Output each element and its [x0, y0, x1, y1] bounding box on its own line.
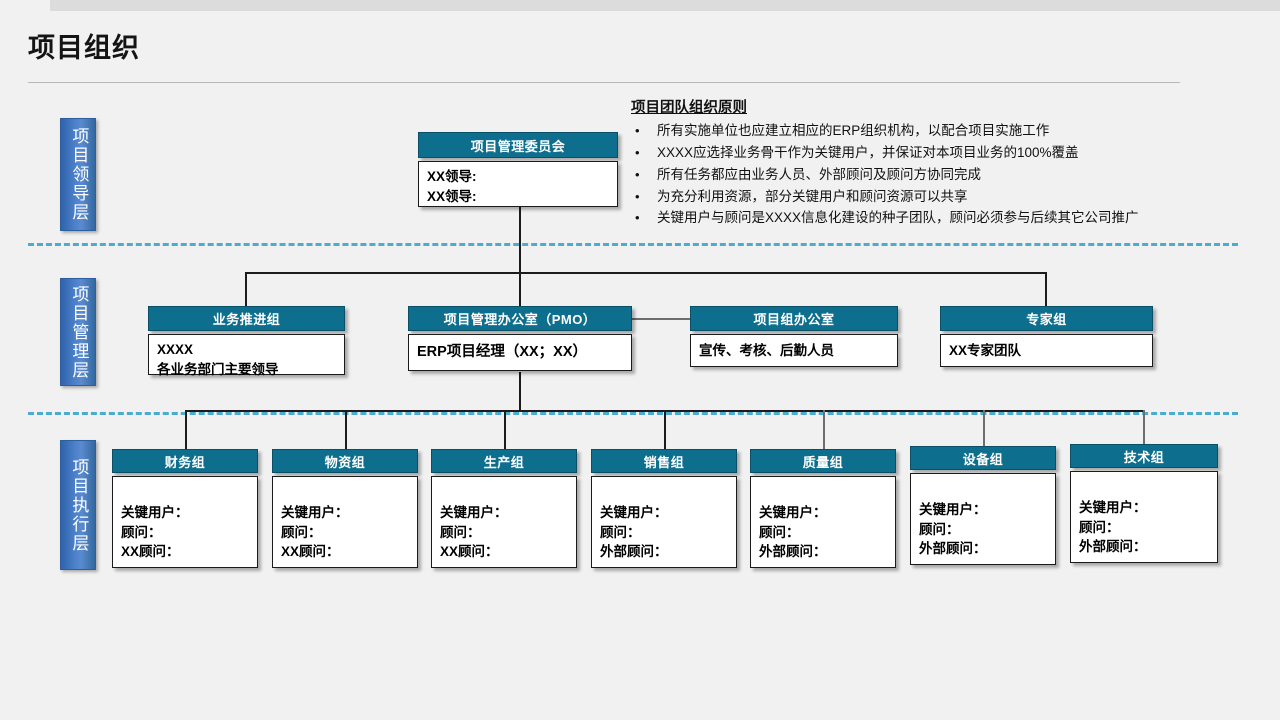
node-technology-team[interactable]: 技术组 关键用户： 顾问： 外部顾问： — [1070, 444, 1218, 563]
node-project-management-committee[interactable]: 项目管理委员会 XX领导: XX领导: — [418, 132, 618, 207]
node-body-line: 顾问： — [919, 521, 960, 537]
node-body-line: 顾问： — [440, 524, 481, 540]
node-body-line: 顾问： — [281, 524, 322, 540]
connector-drop-pmo — [519, 272, 521, 307]
layer-tag-management-label: 项目管理层 — [69, 284, 89, 380]
connector-management-bus — [245, 272, 1047, 274]
node-body-line: 外部顾问： — [759, 544, 827, 560]
node-header-expert-team: 专家组 — [940, 306, 1153, 331]
node-header-equipment-team: 设备组 — [910, 446, 1056, 470]
node-production-team[interactable]: 生产组 关键用户： 顾问： XX顾问： — [431, 449, 577, 568]
node-business-promotion-team[interactable]: 业务推进组 XXXX 各业务部门主要领导 — [148, 306, 345, 377]
layer-tag-execution-label: 项目执行层 — [69, 457, 89, 553]
principles-item: 为充分利用资源，部分关键用户和顾问资源可以共享 — [631, 186, 1276, 208]
layer-tag-leadership: 项目领导层 — [60, 118, 96, 231]
node-sales-team[interactable]: 销售组 关键用户： 顾问： 外部顾问： — [591, 449, 737, 568]
node-header-project-management-committee: 项目管理委员会 — [418, 132, 618, 158]
page-title: 项目组织 — [28, 33, 140, 63]
principles-block: 项目团队组织原则 所有实施单位也应建立相应的ERP组织机构，以配合项目实施工作 … — [631, 96, 1276, 229]
node-body-line: 关键用户： — [121, 505, 189, 520]
node-body-line: XX顾问： — [281, 544, 340, 560]
node-body-line: XX领导: — [427, 169, 477, 184]
node-header-sales-team: 销售组 — [591, 449, 737, 473]
node-body-line: 顾问： — [1079, 519, 1120, 535]
connector-drop-expert-team — [1045, 272, 1047, 307]
connector-drop-equipment-team — [983, 410, 985, 451]
connector-drop-business-team — [245, 272, 247, 307]
node-body-line: XXXX — [157, 342, 194, 357]
node-header-pmo: 项目管理办公室（PMO） — [408, 306, 632, 331]
node-body-expert-team: XX专家团队 — [940, 334, 1153, 367]
node-equipment-team[interactable]: 设备组 关键用户： 顾问： 外部顾问： — [910, 446, 1056, 565]
connector-committee-down — [519, 207, 521, 273]
node-body-project-office: 宣传、考核、后勤人员 — [690, 334, 898, 367]
node-body-line: 关键用户： — [440, 505, 508, 520]
connector-drop-finance-team — [185, 410, 187, 451]
node-header-business-promotion-team: 业务推进组 — [148, 306, 345, 331]
title-divider — [28, 82, 1180, 83]
node-body-sales-team: 关键用户： 顾问： 外部顾问： — [591, 476, 737, 568]
node-header-technology-team: 技术组 — [1070, 444, 1218, 468]
node-body-line: XX顾问： — [440, 544, 499, 560]
node-finance-team[interactable]: 财务组 关键用户： 顾问： XX顾问： — [112, 449, 258, 568]
layer-tag-leadership-label: 项目领导层 — [69, 127, 89, 222]
node-body-line: 宣传、考核、后勤人员 — [699, 342, 834, 358]
layer-tag-management: 项目管理层 — [60, 278, 96, 386]
node-body-line: 关键用户： — [600, 505, 668, 520]
node-body-line: XX领导: — [427, 188, 477, 204]
node-quality-team[interactable]: 质量组 关键用户： 顾问： 外部顾问： — [750, 449, 896, 568]
node-body-line: 关键用户： — [919, 502, 987, 517]
node-body-line: 关键用户： — [1079, 500, 1147, 515]
node-body-line: 外部顾问： — [600, 544, 668, 560]
principles-item: 关键用户与顾问是XXXX信息化建设的种子团队，顾问必须参与后续其它公司推广 — [631, 207, 1276, 229]
node-project-office[interactable]: 项目组办公室 宣传、考核、后勤人员 — [690, 306, 898, 367]
node-body-business-promotion-team: XXXX 各业务部门主要领导 — [148, 334, 345, 377]
node-body-line: 各业务部门主要领导 — [157, 361, 279, 377]
layer-tag-execution: 项目执行层 — [60, 440, 96, 570]
connector-pmo-down — [519, 372, 521, 412]
node-body-line: ERP项目经理（XX；XX） — [417, 343, 587, 360]
layer-separator-leadership-management — [28, 243, 1238, 246]
node-body-technology-team: 关键用户： 顾问： 外部顾问： — [1070, 471, 1218, 563]
node-body-material-team: 关键用户： 顾问： XX顾问： — [272, 476, 418, 568]
node-header-production-team: 生产组 — [431, 449, 577, 473]
connector-drop-technology-team — [1143, 410, 1145, 451]
connector-drop-sales-team — [664, 410, 666, 451]
node-body-line: 外部顾问： — [1079, 539, 1147, 555]
node-body-production-team: 关键用户： 顾问： XX顾问： — [431, 476, 577, 568]
node-header-finance-team: 财务组 — [112, 449, 258, 473]
connector-drop-quality-team — [823, 410, 825, 451]
node-body-quality-team: 关键用户： 顾问： 外部顾问： — [750, 476, 896, 568]
node-body-line: 关键用户： — [281, 505, 349, 520]
principles-title: 项目团队组织原则 — [631, 100, 747, 116]
layer-separator-management-execution — [28, 412, 1238, 415]
node-body-equipment-team: 关键用户： 顾问： 外部顾问： — [910, 473, 1056, 565]
principles-item: 所有实施单位也应建立相应的ERP组织机构，以配合项目实施工作 — [631, 120, 1276, 142]
top-decorative-band — [50, 0, 1280, 11]
node-header-project-office: 项目组办公室 — [690, 306, 898, 331]
node-body-line: 关键用户： — [759, 505, 827, 520]
node-body-line: XX专家团队 — [949, 342, 1022, 358]
node-header-material-team: 物资组 — [272, 449, 418, 473]
node-body-project-management-committee: XX领导: XX领导: — [418, 161, 618, 207]
node-body-line: 顾问： — [600, 524, 641, 540]
node-body-line: XX顾问： — [121, 544, 180, 560]
connector-drop-material-team — [345, 410, 347, 451]
node-material-team[interactable]: 物资组 关键用户： 顾问： XX顾问： — [272, 449, 418, 568]
principles-item: 所有任务都应由业务人员、外部顾问及顾问方协同完成 — [631, 164, 1276, 186]
node-body-line: 外部顾问： — [919, 541, 987, 557]
node-body-line: 顾问： — [759, 524, 800, 540]
node-body-pmo: ERP项目经理（XX；XX） — [408, 334, 632, 371]
connector-pmo-to-project-office — [632, 318, 690, 320]
node-header-quality-team: 质量组 — [750, 449, 896, 473]
principles-item: XXXX应选择业务骨干作为关键用户，并保证对本项目业务的100%覆盖 — [631, 142, 1276, 164]
node-pmo[interactable]: 项目管理办公室（PMO） ERP项目经理（XX；XX） — [408, 306, 632, 371]
connector-drop-production-team — [504, 410, 506, 451]
node-body-finance-team: 关键用户： 顾问： XX顾问： — [112, 476, 258, 568]
node-expert-team[interactable]: 专家组 XX专家团队 — [940, 306, 1153, 367]
node-body-line: 顾问： — [121, 524, 162, 540]
principles-list: 所有实施单位也应建立相应的ERP组织机构，以配合项目实施工作 XXXX应选择业务… — [631, 120, 1276, 229]
